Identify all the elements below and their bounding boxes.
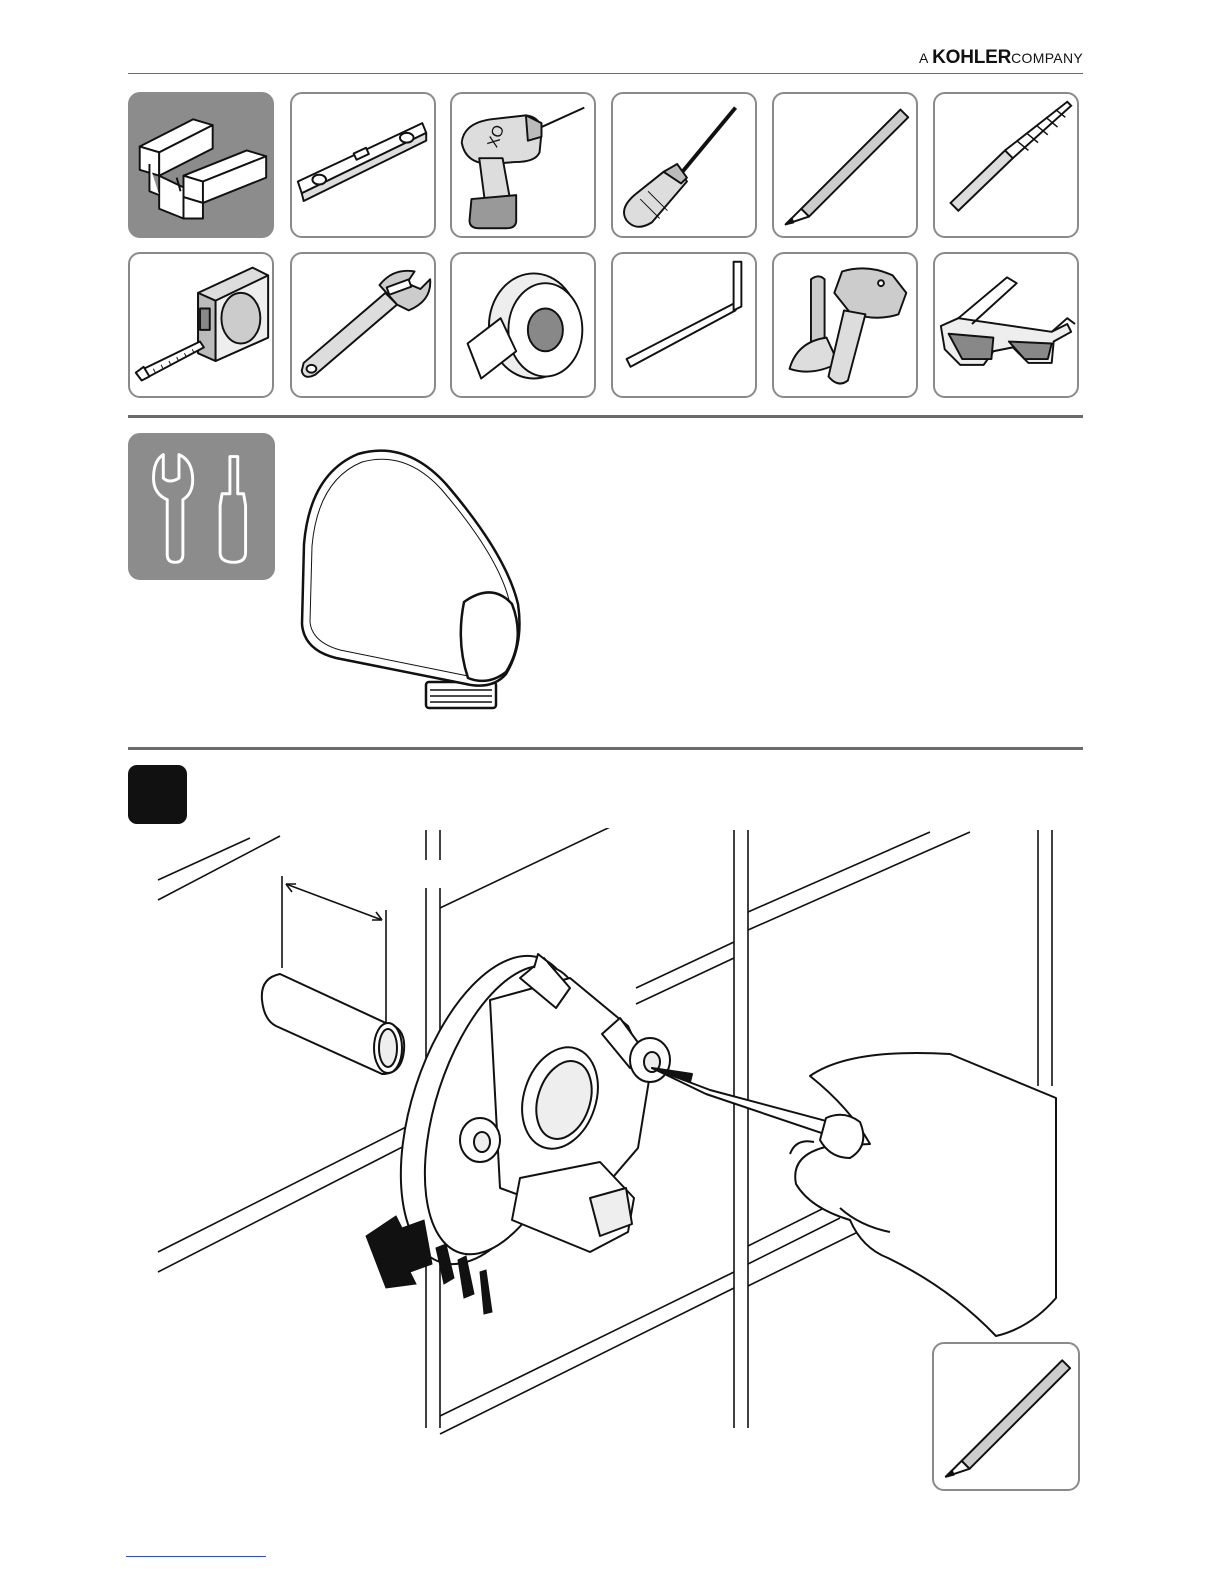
brand-name: KOHLER (932, 47, 1011, 68)
installation-illustration (150, 828, 1060, 1438)
step-number-badge (128, 765, 187, 824)
safety-glasses-icon (935, 254, 1077, 396)
parts-tile (128, 433, 275, 580)
tool-tile-pencil (772, 92, 918, 238)
tool-tile-toolbox (128, 92, 274, 238)
brand-logo: A KOHLERCOMPANY (919, 47, 1083, 69)
toolbox-icon (130, 94, 272, 236)
tool-tile-tape-measure (128, 252, 274, 398)
tool-tile-ptfe-tape (450, 252, 596, 398)
tool-tile-safety-glasses (933, 252, 1079, 398)
step-tool-tile (932, 1342, 1080, 1491)
section-divider-1 (128, 415, 1083, 418)
brand-prefix: A (919, 50, 928, 66)
adjustable-wrench-icon (292, 254, 434, 396)
brand-suffix: COMPANY (1011, 50, 1083, 66)
tape-measure-icon (130, 254, 272, 396)
tool-tile-spirit-level (290, 92, 436, 238)
product-wall-outlet-elbow (296, 444, 526, 714)
ptfe-tape-icon (452, 254, 594, 396)
pencil-icon (934, 1344, 1078, 1489)
screwdriver-icon (613, 94, 755, 236)
tool-tile-drill-bit (933, 92, 1079, 238)
tool-tile-adjustable-wrench (290, 252, 436, 398)
tool-tile-hammer-chisel (772, 252, 918, 398)
footer-line (126, 1556, 266, 1557)
section-divider-2 (128, 747, 1083, 750)
drill-icon: XO (452, 94, 594, 236)
tool-tile-drill: XO (450, 92, 596, 238)
tool-tile-hex-key (611, 252, 757, 398)
wrench-screwdriver-icon (130, 435, 273, 578)
hammer-chisel-icon (774, 254, 916, 396)
hex-key-icon (613, 254, 755, 396)
spirit-level-icon (292, 94, 434, 236)
drill-bit-icon (935, 94, 1077, 236)
pencil-icon (774, 94, 916, 236)
tool-tile-screwdriver (611, 92, 757, 238)
header-divider (128, 73, 1083, 74)
